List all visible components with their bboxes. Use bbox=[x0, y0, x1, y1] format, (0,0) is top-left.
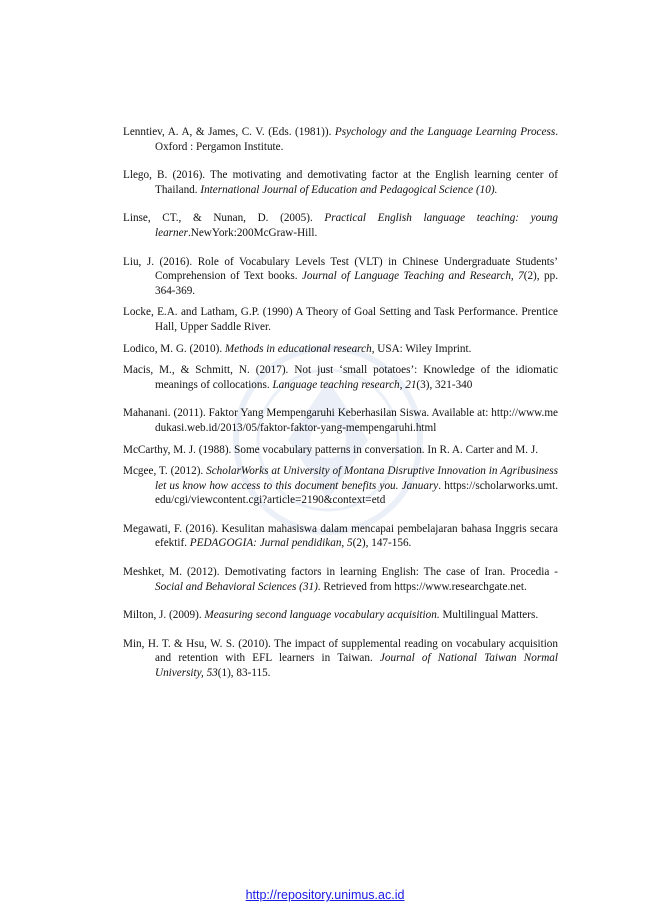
reference-entry: Meshket, M. (2012). Demotivating factors… bbox=[123, 566, 558, 593]
reference-entry: Linse, CT., & Nunan, D. (2005). Practica… bbox=[123, 212, 558, 239]
reference-entry: Llego, B. (2016). The motivating and dem… bbox=[123, 169, 558, 196]
reference-entry: Locke, E.A. and Latham, G.P. (1990) A Th… bbox=[123, 306, 558, 333]
reference-entry: Liu, J. (2016). Role of Vocabulary Level… bbox=[123, 255, 558, 297]
reference-entry: Macis, M., & Schmitt, N. (2017). Not jus… bbox=[123, 364, 558, 391]
reference-entry: Lodico, M. G. (2010). Methods in educati… bbox=[123, 342, 472, 355]
reference-entry: Lenntiev, A. A, & James, C. V. (Eds. (19… bbox=[123, 126, 558, 153]
repository-link[interactable]: http://repository.unimus.ac.id bbox=[245, 888, 405, 902]
reference-entry: Megawati, F. (2016). Kesulitan mahasiswa… bbox=[123, 522, 558, 550]
reference-entry: McCarthy, M. J. (1988). Some vocabulary … bbox=[123, 443, 538, 456]
reference-entry: Mahanani. (2011). Faktor Yang Mempengaru… bbox=[123, 407, 558, 434]
reference-entry: Min, H. T. & Hsu, W. S. (2010). The impa… bbox=[123, 637, 558, 680]
reference-entry: Milton, J. (2009). Measuring second lang… bbox=[123, 609, 539, 622]
reference-list: Lenntiev, A. A, & James, C. V. (Eds. (19… bbox=[123, 125, 558, 695]
footer: http://repository.unimus.ac.id bbox=[0, 888, 650, 902]
reference-entry: Mcgee, T. (2012). ScholarWorks at Univer… bbox=[123, 465, 559, 507]
